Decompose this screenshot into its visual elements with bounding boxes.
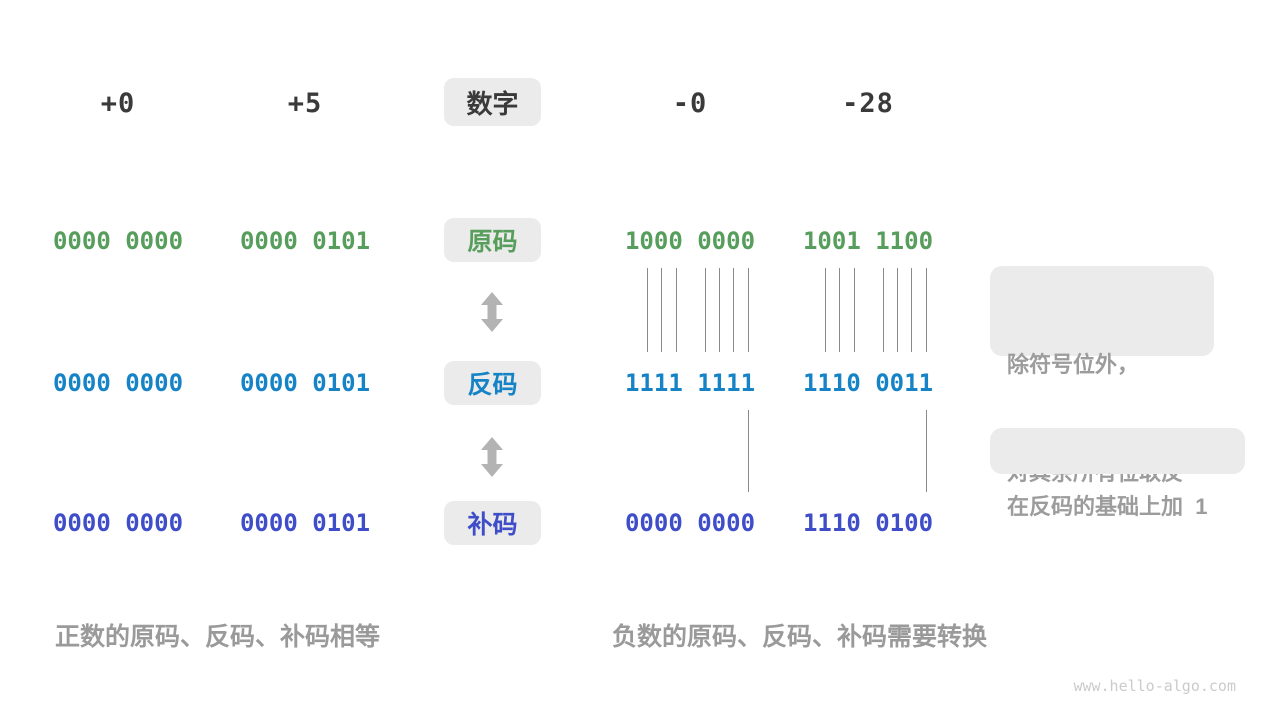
sign-magnitude-of-minus-0: 1000 0000 (624, 227, 756, 255)
bit-mapping-line (661, 268, 663, 352)
label-twos-complement-pill: 补码 (444, 501, 541, 545)
twos-complement-of-minus-28: 1110 0100 (802, 509, 934, 537)
twos-complement-of-minus-0: 0000 0000 (624, 509, 756, 537)
bit-mapping-line (925, 268, 927, 352)
annotation-add-one: 在反码的基础上加 1 (990, 428, 1245, 519)
sign-magnitude-of-minus-28: 1001 1100 (802, 227, 934, 255)
ones-complement-of-plus-0: 0000 0000 (52, 369, 184, 397)
number-plus-5: +5 (287, 88, 323, 119)
sign-magnitude-of-plus-5: 0000 0101 (239, 227, 371, 255)
bit-mapping-line (733, 268, 735, 352)
bit-mapping-line (925, 410, 927, 492)
number-minus-0: -0 (672, 88, 708, 119)
bit-mapping-line (646, 268, 648, 352)
twos-complement-of-plus-5: 0000 0101 (239, 509, 371, 537)
bit-mapping-line (824, 268, 826, 352)
ones-complement-of-plus-5: 0000 0101 (239, 369, 371, 397)
bit-mapping-line (853, 268, 855, 352)
label-sign-magnitude-text: 原码 (467, 228, 518, 256)
annotation-invert-bits-line1: 除符号位外， (1007, 352, 1140, 377)
label-ones-complement-text: 反码 (467, 371, 518, 399)
bit-mapping-line (747, 410, 749, 492)
label-number-pill: 数字 (444, 78, 541, 126)
annotation-add-one-line1: 在反码的基础上加 1 (1007, 494, 1208, 519)
bit-mapping-line (675, 268, 677, 352)
annotation-invert-bits: 除符号位外， 对其余所有位取反 (990, 266, 1214, 485)
label-sign-magnitude-pill: 原码 (444, 218, 541, 262)
caption-negative-numbers: 负数的原码、反码、补码需要转换 (612, 623, 988, 651)
number-minus-28: -28 (842, 88, 894, 119)
watermark-url: www.hello-algo.com (1073, 677, 1236, 695)
bit-mapping-line (747, 268, 749, 352)
bit-mapping-line (911, 268, 913, 352)
twos-complement-of-plus-0: 0000 0000 (52, 509, 184, 537)
bit-mapping-line (882, 268, 884, 352)
caption-positive-numbers: 正数的原码、反码、补码相等 (55, 623, 381, 651)
bit-mapping-line (896, 268, 898, 352)
ones-complement-of-minus-28: 1110 0011 (802, 369, 934, 397)
label-ones-complement-pill: 反码 (444, 361, 541, 405)
up-down-arrow-icon (481, 437, 503, 477)
label-number-text: 数字 (466, 88, 519, 119)
bit-mapping-line (718, 268, 720, 352)
ones-complement-of-minus-0: 1111 1111 (624, 369, 756, 397)
bit-mapping-line (839, 268, 841, 352)
bit-mapping-line (704, 268, 706, 352)
up-down-arrow-icon (481, 292, 503, 332)
number-plus-0: +0 (100, 88, 136, 119)
label-twos-complement-text: 补码 (467, 511, 518, 539)
sign-magnitude-of-plus-0: 0000 0000 (52, 227, 184, 255)
